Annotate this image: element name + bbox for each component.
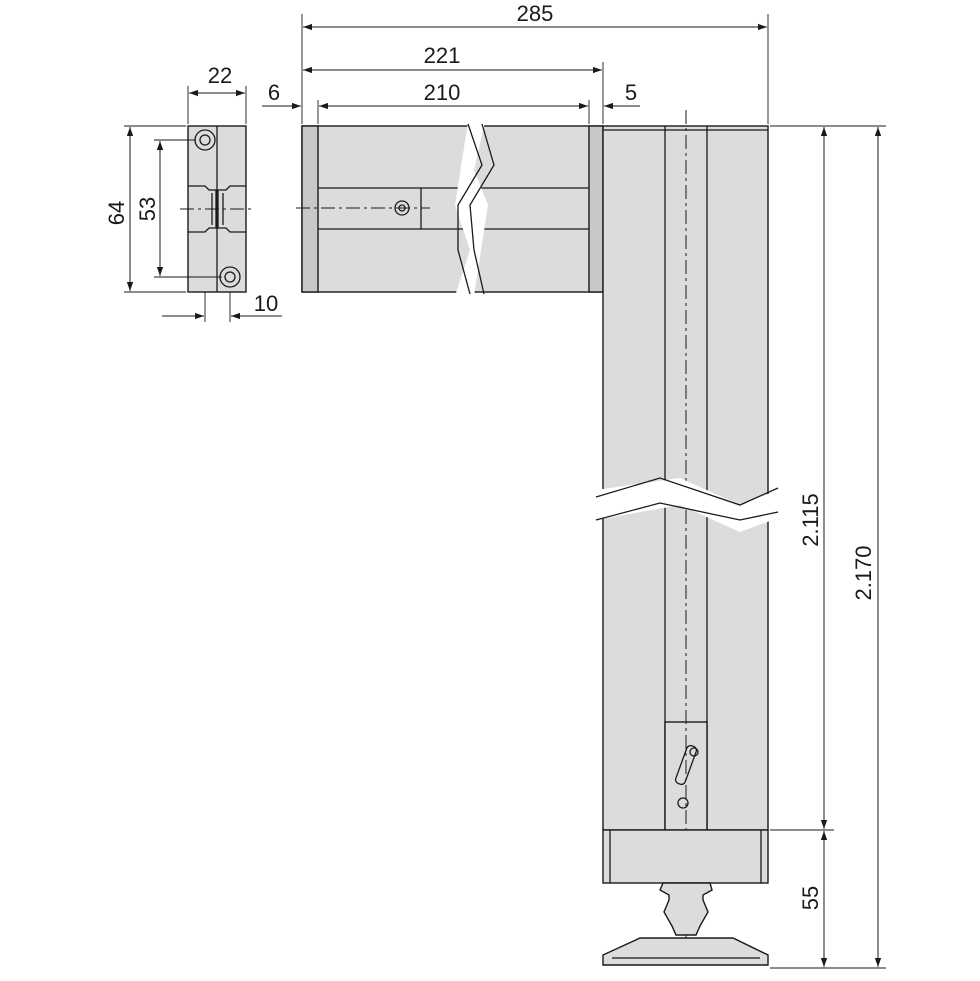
post-break-bottom	[595, 502, 779, 521]
dim-label-10: 10	[254, 291, 278, 316]
arm-dimensions: 285 221 210 6 5	[262, 1, 769, 124]
arm-break-right	[469, 123, 495, 295]
dim-label-2115: 2.115	[798, 493, 823, 546]
mounting-bracket	[180, 125, 255, 293]
arm-break-left	[457, 123, 483, 295]
dim-label-22: 22	[208, 63, 232, 88]
arm-end-cap	[301, 125, 319, 293]
bracket-dimensions: 22 64 53 10	[104, 63, 282, 322]
foot-base	[602, 937, 769, 966]
dim-label-210: 210	[424, 80, 461, 105]
foot-screw	[659, 882, 713, 936]
post-lock	[674, 744, 699, 809]
arm-body	[301, 125, 604, 293]
dim-label-6: 6	[268, 80, 280, 105]
dim-label-2170: 2.170	[851, 545, 876, 600]
post-hole	[677, 797, 689, 809]
dim-label-221: 221	[424, 43, 461, 68]
adjustable-foot	[602, 829, 769, 966]
post-break-top	[595, 477, 779, 506]
vertical-post	[595, 110, 779, 950]
arm-joint-cap	[588, 125, 604, 293]
dim-label-5: 5	[625, 80, 637, 105]
dim-label-64: 64	[104, 201, 129, 225]
dim-label-53: 53	[135, 197, 160, 221]
horizontal-arm	[296, 122, 604, 296]
dim-label-285: 285	[517, 1, 554, 26]
post-dimensions: 2.115 2.170 55	[770, 125, 886, 969]
dim-label-55: 55	[798, 886, 823, 910]
foot-housing	[602, 829, 769, 884]
